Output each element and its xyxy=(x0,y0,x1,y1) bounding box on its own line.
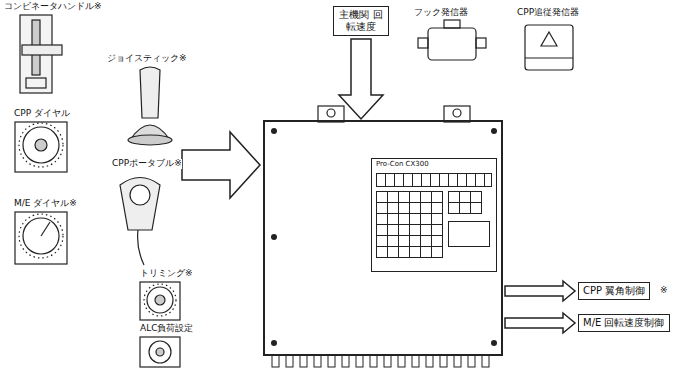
control-box: M/E 回転速度制御 xyxy=(578,314,670,332)
note-mark: ※ xyxy=(660,286,668,296)
device-label: ジョイスティック※ xyxy=(107,54,187,64)
knob-window xyxy=(448,221,490,247)
device-label: コンビネータハンドル※ xyxy=(4,2,102,12)
device-label: CPP ダイヤル xyxy=(14,109,70,119)
keypad xyxy=(376,191,443,258)
screw-dot xyxy=(271,234,277,240)
device-label: フック発信器 xyxy=(414,8,468,18)
box-text: CPP 翼角制御 xyxy=(583,285,645,297)
device-label: トリミング※ xyxy=(140,269,193,279)
display-window xyxy=(376,173,492,187)
device-label: CPP追従発信器 xyxy=(517,8,579,18)
hollow-arrow xyxy=(505,281,575,301)
control-box: 主機関 回転速度 xyxy=(333,6,389,36)
screw-dot xyxy=(491,128,497,134)
box-text: 主機関 回転速度 xyxy=(338,9,384,33)
device-label: M/E ダイヤル※ xyxy=(14,199,77,209)
box-text: M/E 回転速度制御 xyxy=(583,317,665,329)
keypad xyxy=(448,191,482,214)
screw-dot xyxy=(491,340,497,346)
device-label: ALC負荷設定 xyxy=(140,324,193,334)
hollow-arrow xyxy=(505,313,575,333)
hollow-arrow xyxy=(339,39,383,119)
screw-dot xyxy=(271,340,277,346)
model-name: Pro-Con CX300 xyxy=(376,161,429,168)
screw-dot xyxy=(271,128,277,134)
device-label: CPPポータブル※ xyxy=(112,159,182,169)
controller-box: Pro-Con CX300 xyxy=(263,120,503,356)
front-panel: Pro-Con CX300 xyxy=(371,158,497,272)
control-box: CPP 翼角制御 xyxy=(578,282,650,300)
